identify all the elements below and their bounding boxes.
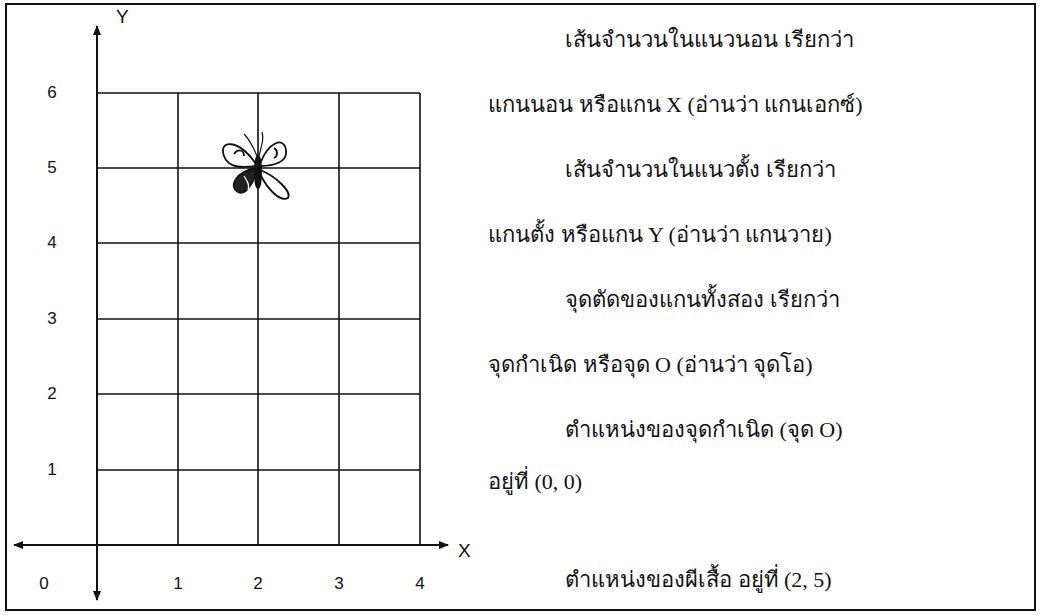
body-text: จุดกำเนิด หรือจุด O (อ่านว่า จุดโอ) <box>488 352 813 378</box>
axis-name: Y <box>116 6 129 29</box>
axis-name: X <box>458 540 471 563</box>
page-frame <box>6 4 1035 610</box>
body-text: เส้นจำนวนในแนวนอน เรียกว่า <box>565 27 854 53</box>
butterfly-illustration <box>223 132 289 199</box>
body-text: อยู่ที่ (0, 0) <box>488 469 582 495</box>
body-text: แกนตั้ง หรือแกน Y (อ่านว่า แกนวาย) <box>488 222 832 248</box>
tick-number: 4 <box>47 233 56 253</box>
body-text: แกนนอน หรือแกน X (อ่านว่า แกนเอกซ์) <box>488 92 863 118</box>
tick-number: 4 <box>415 574 424 594</box>
tick-number: 2 <box>253 574 262 594</box>
grid-lines <box>97 93 420 545</box>
tick-number: 6 <box>47 83 56 103</box>
tick-number: 5 <box>47 158 56 178</box>
tick-number: 1 <box>173 574 182 594</box>
body-text: เส้นจำนวนในแนวตั้ง เรียกว่า <box>565 157 836 183</box>
tick-number: 3 <box>334 574 343 594</box>
tick-number: 2 <box>47 384 56 404</box>
origin-number: 0 <box>39 574 48 594</box>
body-text: จุดตัดของแกนทั้งสอง เรียกว่า <box>565 287 840 313</box>
body-text: ตำแหน่งของผีเสื้อ อยู่ที่ (2, 5) <box>565 567 832 593</box>
axes <box>14 26 448 600</box>
tick-number: 3 <box>47 309 56 329</box>
body-text: ตำแหน่งของจุดกำเนิด (จุด O) <box>565 417 843 443</box>
tick-number: 1 <box>47 460 56 480</box>
